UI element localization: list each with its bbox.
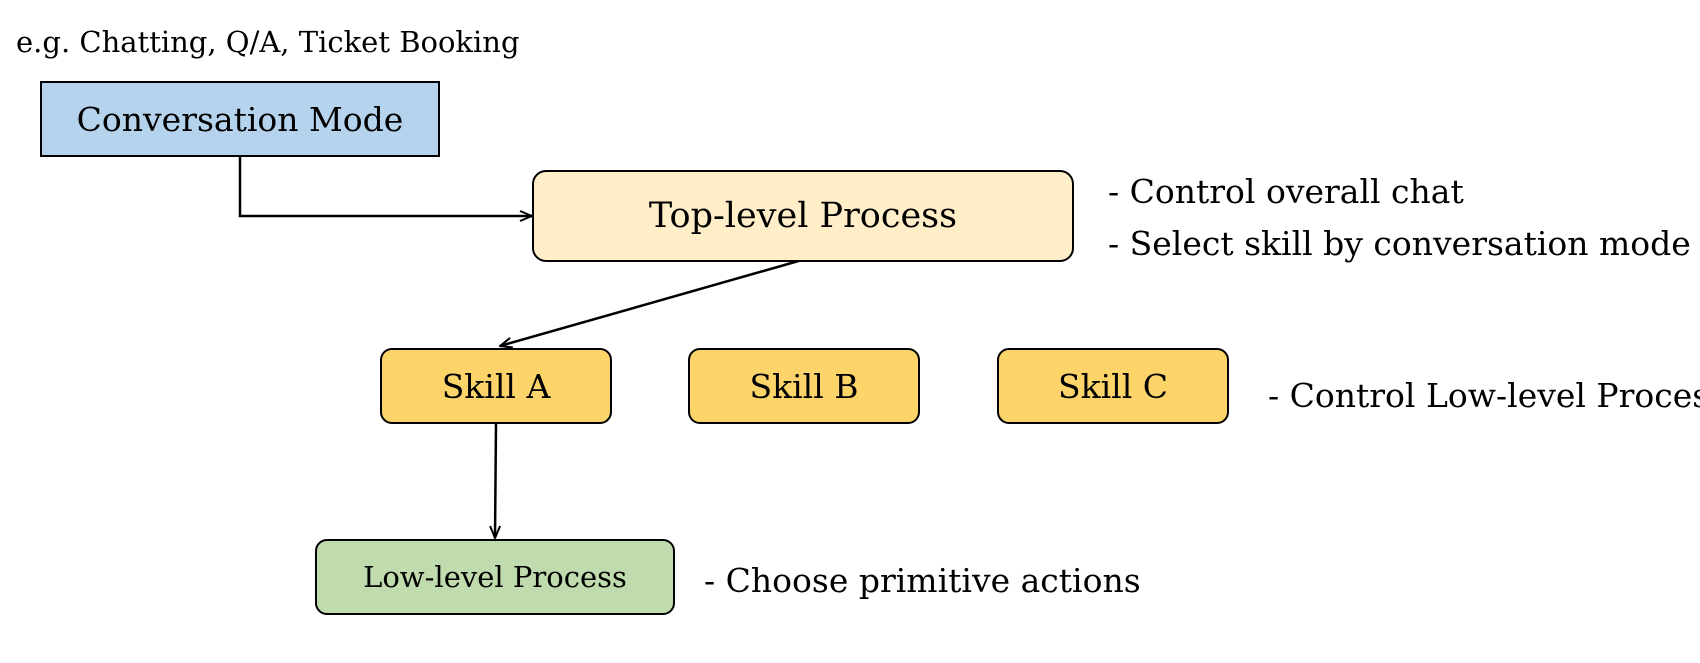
conversation-mode-box: Conversation Mode [40,81,440,157]
top-level-note-select-skill: - Select skill by conversation mode [1108,224,1691,263]
skill-b-label: Skill B [749,366,859,406]
arrow-skill-a-to-low-level [495,422,496,538]
low-level-process-label: Low-level Process [363,560,627,594]
skill-c-label: Skill C [1057,366,1168,406]
conversation-mode-label: Conversation Mode [76,99,404,139]
skill-c-box: Skill C [997,348,1229,424]
top-level-process-box: Top-level Process [532,170,1074,262]
arrow-top-level-to-skill-a [500,258,803,346]
skill-a-label: Skill A [441,366,551,406]
arrow-conversation-mode-to-top-level [238,157,532,216]
top-level-note-control-chat: - Control overall chat [1108,172,1464,211]
top-level-process-label: Top-level Process [648,196,958,236]
skills-note-control-low-level: - Control Low-level Process [1268,376,1700,415]
example-caption: e.g. Chatting, Q/A, Ticket Booking [16,25,520,59]
skill-b-box: Skill B [688,348,920,424]
low-level-process-box: Low-level Process [315,539,675,615]
skill-a-box: Skill A [380,348,612,424]
low-level-note-primitive-actions: - Choose primitive actions [704,561,1141,600]
